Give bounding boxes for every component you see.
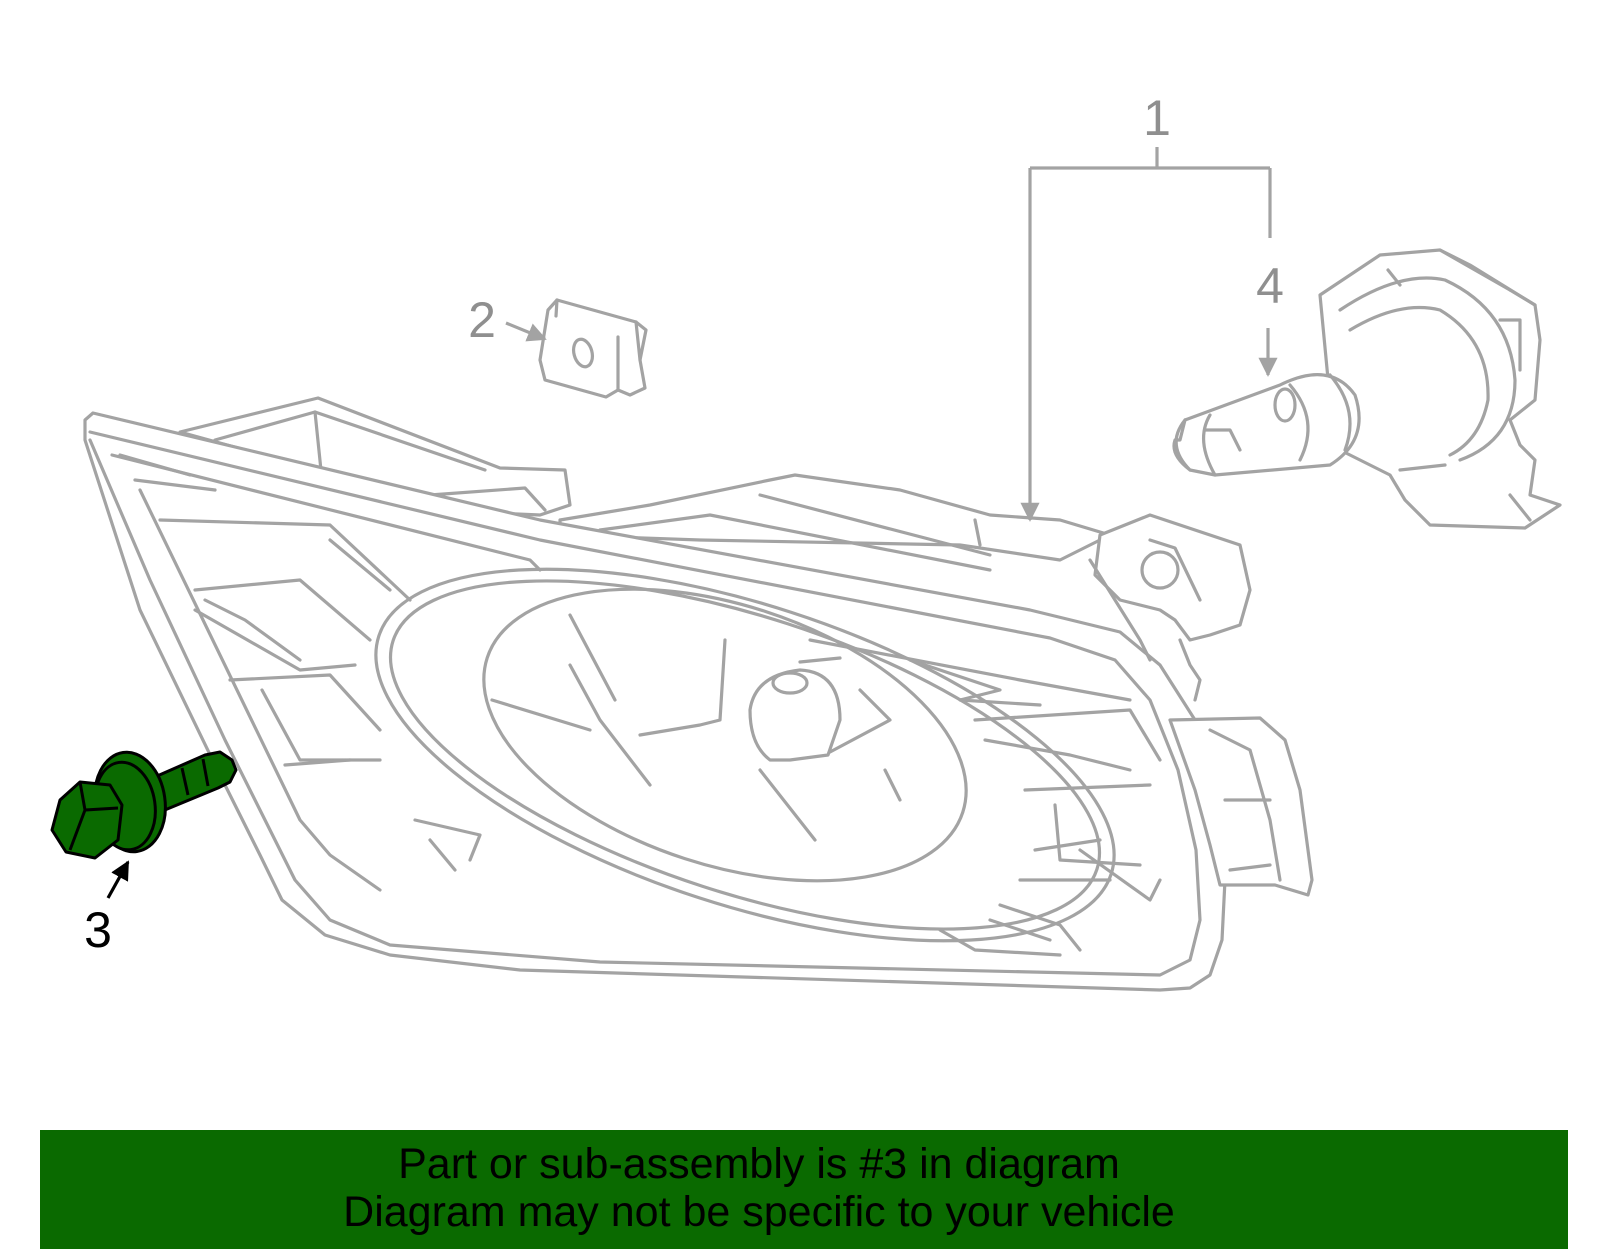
- callout-3: 3: [84, 902, 112, 958]
- bulb: [1172, 248, 1562, 530]
- bracket-clip: [538, 298, 648, 399]
- fog-lamp-housing: [83, 396, 1314, 992]
- info-banner: Part or sub-assembly is #3 in diagram Di…: [40, 1130, 1568, 1249]
- banner-line-part: Part or sub-assembly is #3 in diagram: [398, 1140, 1120, 1188]
- callout-1: 1: [1143, 90, 1171, 146]
- bolt: [50, 750, 238, 860]
- callout-4: 4: [1256, 258, 1284, 314]
- callout-2: 2: [468, 292, 496, 348]
- banner-line-disclaimer: Diagram may not be specific to your vehi…: [343, 1188, 1175, 1236]
- leader-lines: [106, 147, 1278, 899]
